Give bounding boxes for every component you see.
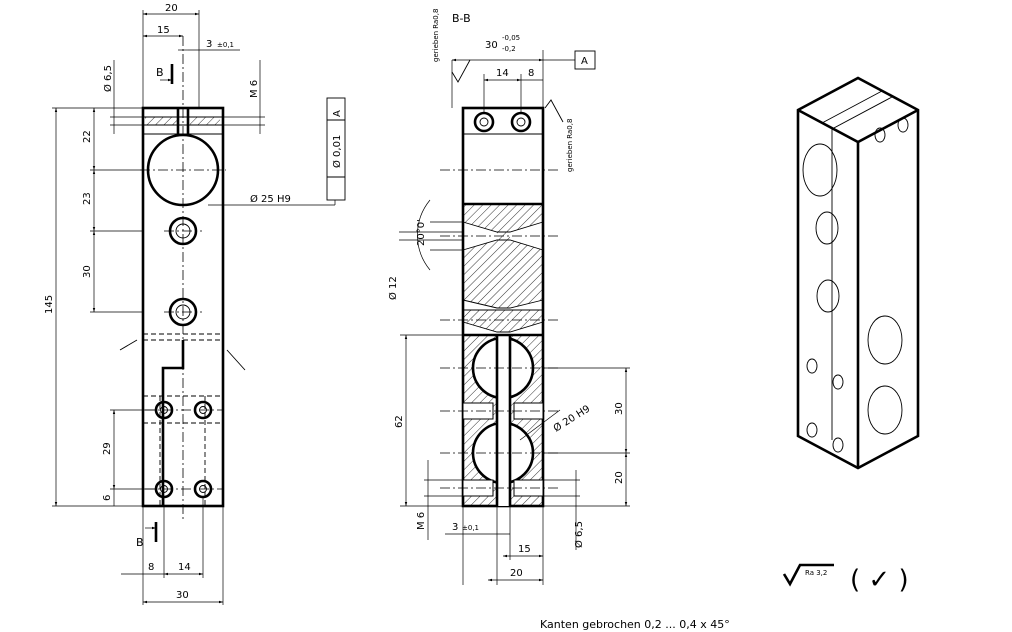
sec-dim-30-upper: -0,05 xyxy=(502,34,520,42)
dim-22: 22 xyxy=(82,130,93,143)
sec-bore-20: Ø 20 H9 xyxy=(551,403,592,435)
dim-m6: M 6 xyxy=(249,80,260,98)
cut-label-top: B xyxy=(156,66,164,79)
sec-dim-65: Ø 6,5 xyxy=(573,521,585,548)
front-dimensions: 20 15 3 ±0,1 B Ø 6,5 M 6 22 23 30 1 xyxy=(44,3,346,605)
tolerance-value: Ø 0,01 xyxy=(331,135,343,168)
datum-ref: A xyxy=(332,110,343,117)
section-hole-2 xyxy=(510,111,532,133)
sec-dim-3-tol: ±0,1 xyxy=(462,524,479,532)
isometric-view xyxy=(796,76,920,470)
dim-6: 6 xyxy=(102,495,113,501)
section-title: B-B xyxy=(452,12,471,25)
dim-3-tol: ±0,1 xyxy=(217,41,234,49)
surface-paren: ( ✓ ) xyxy=(850,565,909,595)
front-view xyxy=(119,36,246,520)
sec-dim-30-lower: -0,2 xyxy=(502,45,516,53)
sec-datum: A xyxy=(581,56,588,67)
sec-dim-12: Ø 12 xyxy=(387,276,399,300)
sec-dim-30: 30 xyxy=(485,40,498,51)
datum-box xyxy=(574,50,596,70)
sec-dim-30v: 30 xyxy=(614,402,625,415)
dim-15: 15 xyxy=(157,25,170,36)
footer-note: Kanten gebrochen 0,2 ... 0,4 x 45° xyxy=(540,618,730,631)
sec-dim-15: 15 xyxy=(518,544,531,555)
dim-3: 3 xyxy=(206,39,212,50)
dim-29: 29 xyxy=(102,442,113,455)
iso-hole-1 xyxy=(815,211,839,245)
dim-30: 30 xyxy=(82,265,93,278)
surface-note-1: gerieben Ra0,8 xyxy=(432,9,440,62)
dim-30b: 30 xyxy=(176,590,189,601)
section-view: B-B xyxy=(440,12,560,508)
dim-14: 14 xyxy=(178,562,191,573)
bore-25-label: Ø 25 H9 xyxy=(250,193,291,205)
tolerance-frame xyxy=(326,97,346,201)
sec-dim-m6: M 6 xyxy=(416,512,427,530)
sec-dim-14: 14 xyxy=(496,68,509,79)
surface-finish-symbol: Ra 3,2 ( ✓ ) xyxy=(782,563,909,595)
iso-bore xyxy=(802,143,838,197)
sec-dim-62: 62 xyxy=(394,415,405,428)
cut-label-bottom: B xyxy=(136,536,144,549)
iso-bore-2 xyxy=(867,315,903,365)
sec-dim-3: 3 xyxy=(452,522,458,533)
dim-23: 23 xyxy=(82,192,93,205)
sec-dim-angle: 20°0' xyxy=(416,219,427,246)
dim-65: Ø 6,5 xyxy=(102,65,114,92)
dim-8: 8 xyxy=(148,562,154,573)
dim-20: 20 xyxy=(165,3,178,14)
iso-bore-3 xyxy=(867,385,903,435)
sec-dim-20: 20 xyxy=(510,568,523,579)
dim-145: 145 xyxy=(44,295,55,314)
surface-ra: Ra 3,2 xyxy=(805,569,827,577)
iso-hole-2 xyxy=(816,279,840,313)
sec-dim-20v: 20 xyxy=(614,471,625,484)
sec-dim-8: 8 xyxy=(528,68,534,79)
surface-note-2: gerieben Ra0,8 xyxy=(566,119,574,172)
section-hole-1 xyxy=(473,111,495,133)
